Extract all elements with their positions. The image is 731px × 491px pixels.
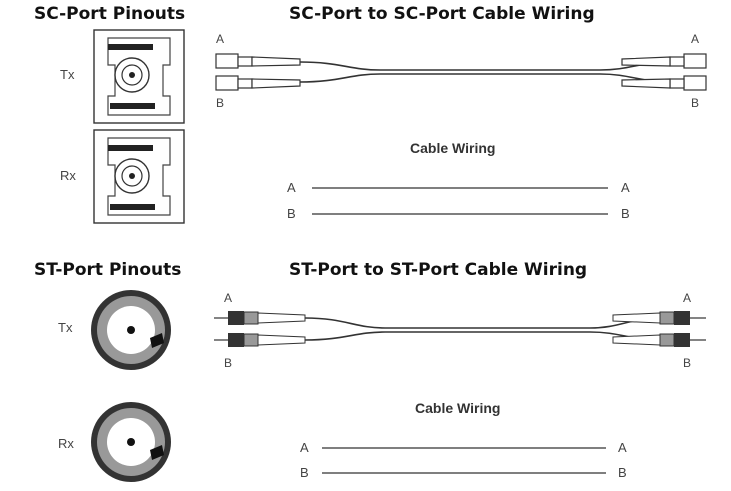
sc-cable-end-b-left: B bbox=[216, 96, 225, 110]
st-cable-end-b-right: B bbox=[683, 356, 692, 370]
sc-wiring-lines bbox=[312, 187, 608, 215]
st-cable-end-a-left: A bbox=[224, 291, 233, 305]
sc-cable-end-a-left: A bbox=[216, 32, 225, 46]
sc-port-tx bbox=[107, 37, 171, 116]
sc-cable-title: SC-Port to SC-Port Cable Wiring bbox=[289, 4, 595, 24]
st-connector-right-a bbox=[612, 311, 706, 325]
st-cable-end-b-left: B bbox=[224, 356, 233, 370]
sc-port-rx-label: Rx bbox=[60, 168, 76, 183]
st-port-rx-label: Rx bbox=[58, 436, 74, 451]
st-cable-title: ST-Port to ST-Port Cable Wiring bbox=[289, 260, 588, 280]
sc-wiring-title: Cable Wiring bbox=[410, 140, 496, 156]
st-connector-right-b bbox=[612, 333, 706, 347]
sc-port-diagram bbox=[93, 29, 185, 224]
sc-pinouts-title: SC-Port Pinouts bbox=[34, 4, 186, 24]
sc-wiring-a-from: A bbox=[287, 180, 296, 195]
st-wiring-lines bbox=[322, 447, 606, 474]
st-pinouts-title: ST-Port Pinouts bbox=[34, 260, 182, 280]
st-wiring-b-to: B bbox=[618, 465, 627, 480]
sc-connector-right-b bbox=[621, 75, 707, 91]
st-wiring-title: Cable Wiring bbox=[415, 400, 501, 416]
sc-cable-drawing bbox=[215, 53, 707, 91]
st-port-rx bbox=[91, 402, 171, 482]
sc-connector-left-b bbox=[215, 75, 301, 91]
st-connector-left-b bbox=[214, 333, 306, 347]
st-wiring-b-from: B bbox=[300, 465, 309, 480]
st-port-tx-label: Tx bbox=[58, 320, 73, 335]
sc-wiring-a-to: A bbox=[621, 180, 630, 195]
st-wiring-a-from: A bbox=[300, 440, 309, 455]
sc-wiring-b-from: B bbox=[287, 206, 296, 221]
st-cable-end-a-right: A bbox=[683, 291, 692, 305]
sc-port-rx bbox=[107, 137, 171, 216]
st-cable-drawing bbox=[214, 311, 706, 347]
sc-cable-end-b-right: B bbox=[691, 96, 700, 110]
sc-cable-end-a-right: A bbox=[691, 32, 700, 46]
st-port-tx bbox=[91, 290, 171, 370]
st-wiring-a-to: A bbox=[618, 440, 627, 455]
sc-connector-left-a bbox=[215, 53, 301, 69]
sc-wiring-b-to: B bbox=[621, 206, 630, 221]
sc-connector-right-a bbox=[621, 53, 707, 69]
st-connector-left-a bbox=[214, 311, 306, 325]
sc-port-tx-label: Tx bbox=[60, 67, 75, 82]
